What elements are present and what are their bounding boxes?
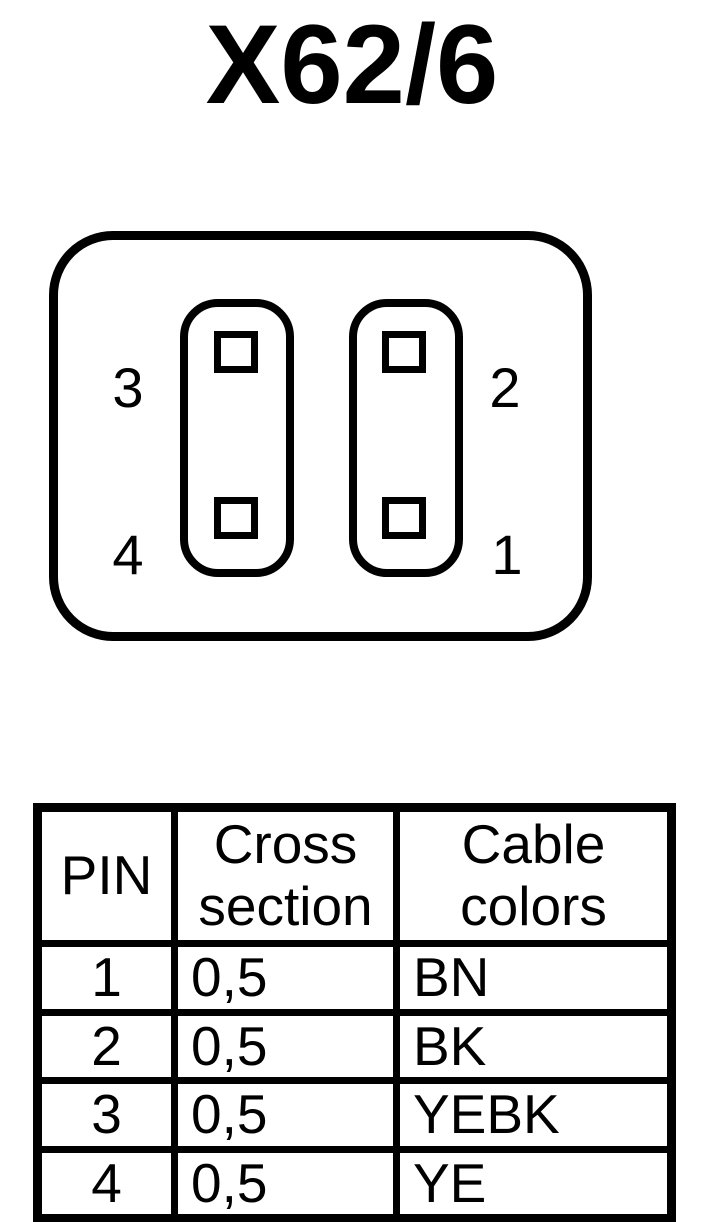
cable-color-cell: YEBK	[393, 1077, 675, 1153]
connector-housing-outline	[49, 231, 592, 641]
header-pin: PIN	[34, 804, 178, 947]
pinout-table: PIN Cross section Cable colors 1 0,5 BN …	[33, 803, 676, 1222]
pin-label-2: 2	[489, 356, 521, 419]
table-row: 4 0,5 YE	[34, 1145, 675, 1222]
pin-number-cell: 1	[34, 940, 178, 1016]
header-cross-section: Cross section	[171, 804, 400, 947]
cable-color-cell: BK	[393, 1008, 675, 1085]
cable-color-cell: YE	[393, 1145, 675, 1222]
pin-label-1: 1	[491, 523, 523, 586]
cross-section-cell: 0,5	[171, 940, 400, 1016]
pin-number-cell: 3	[34, 1077, 178, 1153]
cross-section-cell: 0,5	[171, 1008, 400, 1085]
cross-section-cell: 0,5	[171, 1077, 400, 1153]
pin-label-3: 3	[112, 356, 144, 419]
pin-terminal-1	[382, 497, 426, 539]
table-row: 3 0,5 YEBK	[34, 1077, 675, 1153]
pin-terminal-3	[214, 331, 258, 373]
table-row: 2 0,5 BK	[34, 1008, 675, 1085]
pin-number-cell: 4	[34, 1145, 178, 1222]
pin-terminal-2	[382, 331, 426, 373]
header-cable-colors: Cable colors	[393, 804, 675, 947]
table-row: 1 0,5 BN	[34, 940, 675, 1016]
table-header-row: PIN Cross section Cable colors	[34, 804, 675, 947]
pin-label-4: 4	[112, 523, 144, 586]
cable-color-cell: BN	[393, 940, 675, 1016]
cross-section-cell: 0,5	[171, 1145, 400, 1222]
pin-number-cell: 2	[34, 1008, 178, 1085]
connector-title: X62/6	[205, 2, 499, 127]
pin-terminal-4	[214, 497, 258, 539]
